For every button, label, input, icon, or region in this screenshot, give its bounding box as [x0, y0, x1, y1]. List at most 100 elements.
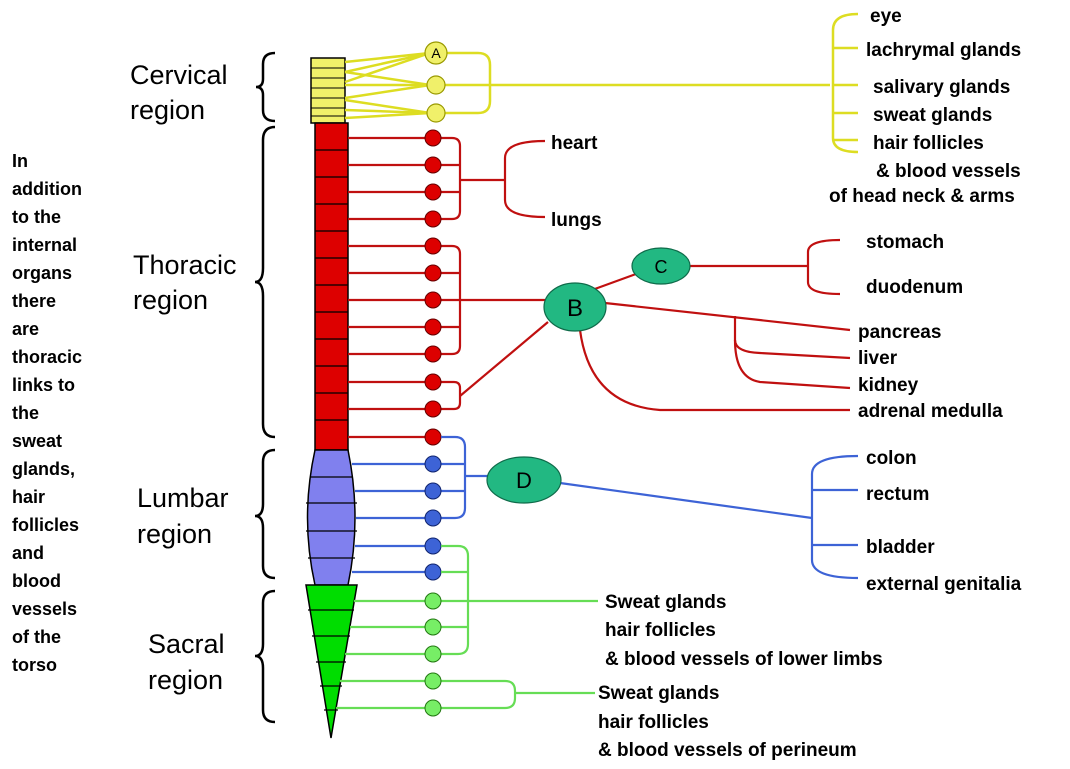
thoracic-ganglion-node [425, 157, 441, 173]
side-note-line: torso [12, 655, 57, 675]
thoracic-label-line1: Thoracic [133, 250, 237, 280]
prevertebral-ganglia-bc: B C [544, 248, 690, 331]
target-bladder: bladder [866, 537, 935, 558]
target-lower-limbs-line2: hair follicles [605, 620, 716, 641]
sacral-ganglion-node [425, 646, 441, 662]
target-head-neck-arms: of head neck & arms [829, 186, 1015, 207]
thoracic-label-line2: region [133, 285, 208, 315]
cervical-ganglia: A [425, 42, 447, 122]
ganglion-a-label: A [431, 45, 441, 61]
cervical-label-line2: region [130, 95, 205, 125]
target-eye: eye [870, 6, 902, 27]
target-rectum: rectum [866, 484, 929, 505]
thoracic-segment [315, 123, 348, 450]
target-lachrymal-glands: lachrymal glands [866, 40, 1021, 61]
sacral-label-line1: Sacral [148, 629, 225, 659]
target-lower-limbs-line3: & blood vessels of lower limbs [605, 649, 883, 670]
cervical-ganglion-node [427, 76, 445, 94]
thoracic-ganglion-node [425, 184, 441, 200]
lumbar-brace [255, 450, 275, 578]
lumbar-ganglion-node [425, 456, 441, 472]
target-adrenal-medulla: adrenal medulla [858, 401, 1003, 422]
cervical-pathways [345, 14, 858, 152]
thoracic-ganglion-node [425, 265, 441, 281]
sacral-ganglia [425, 593, 441, 716]
target-hair-follicles: hair follicles [873, 133, 984, 154]
target-sweat-glands: sweat glands [873, 105, 992, 126]
side-note-line: vessels [12, 599, 77, 619]
side-note-line: there [12, 291, 56, 311]
cervical-ganglion-node [427, 104, 445, 122]
target-pancreas: pancreas [858, 322, 941, 343]
ganglion-c-label: C [655, 257, 668, 277]
side-note-line: glands, [12, 459, 75, 479]
thoracic-ganglion-node [425, 319, 441, 335]
region-labels: Cervical region Thoracic region Lumbar r… [130, 60, 237, 695]
target-liver: liver [858, 348, 898, 369]
lumbar-ganglion-node [425, 483, 441, 499]
prevertebral-ganglion-d: D [487, 457, 561, 503]
side-note-line: to the [12, 207, 61, 227]
sacral-ganglion-node [425, 593, 441, 609]
region-braces [255, 53, 275, 722]
target-perineum-line2: hair follicles [598, 712, 709, 733]
side-note-line: follicles [12, 515, 79, 535]
side-note-line: the [12, 403, 39, 423]
thoracic-ganglion-node [425, 211, 441, 227]
lumbar-ganglion-node [425, 564, 441, 580]
target-colon: colon [866, 448, 917, 469]
side-note-line: and [12, 543, 44, 563]
thoracic-brace [255, 127, 275, 437]
sacral-ganglion-node [425, 673, 441, 689]
cervical-label-line1: Cervical [130, 60, 228, 90]
side-note-line: thoracic [12, 347, 82, 367]
thoracic-ganglion-node [425, 238, 441, 254]
side-note-line: addition [12, 179, 82, 199]
side-note-line: are [12, 319, 39, 339]
spinal-cord [306, 58, 357, 738]
ganglion-b-label: B [567, 295, 583, 322]
side-note-line: blood [12, 571, 61, 591]
side-note-line: internal [12, 235, 77, 255]
side-note-line: In [12, 151, 28, 171]
thoracic-ganglia [425, 130, 441, 445]
target-lower-limbs-line1: Sweat glands [605, 592, 726, 613]
thoracic-ganglion-node [425, 130, 441, 146]
target-kidney: kidney [858, 375, 919, 396]
sacral-pathways [336, 546, 598, 708]
lumbar-ganglion-node [425, 538, 441, 554]
target-heart: heart [551, 133, 598, 154]
thoracic-pathways [348, 138, 850, 437]
side-note-line: organs [12, 263, 72, 283]
thoracic-ganglion-node [425, 292, 441, 308]
side-note: In addition to the internal organs there… [12, 151, 82, 675]
cervical-brace [256, 53, 275, 121]
target-stomach: stomach [866, 232, 944, 253]
side-note-line: hair [12, 487, 45, 507]
thoracic-ganglion-node [425, 346, 441, 362]
thoracic-ganglion-node [425, 401, 441, 417]
lumbar-ganglia [425, 456, 441, 580]
sacral-ganglion-node [425, 619, 441, 635]
lumbar-ganglion-node [425, 510, 441, 526]
target-external-genitalia: external genitalia [866, 574, 1022, 595]
side-note-line: sweat [12, 431, 62, 451]
side-note-line: of the [12, 627, 61, 647]
thoracic-ganglion-node [425, 429, 441, 445]
lumbar-label-line2: region [137, 519, 212, 549]
ganglion-d-label: D [516, 468, 532, 493]
target-blood-vessels: & blood vessels [876, 161, 1021, 182]
sacral-ganglion-node [425, 700, 441, 716]
side-note-line: links to [12, 375, 75, 395]
thoracic-ganglion-node [425, 374, 441, 390]
target-duodenum: duodenum [866, 277, 963, 298]
sacral-brace [255, 591, 275, 722]
target-lungs: lungs [551, 210, 602, 231]
target-perineum-line3: & blood vessels of perineum [598, 740, 857, 761]
target-perineum-line1: Sweat glands [598, 683, 719, 704]
lumbar-segment [308, 450, 356, 585]
lumbar-label-line1: Lumbar [137, 483, 229, 513]
sacral-label-line2: region [148, 665, 223, 695]
target-salivary-glands: salivary glands [873, 77, 1010, 98]
